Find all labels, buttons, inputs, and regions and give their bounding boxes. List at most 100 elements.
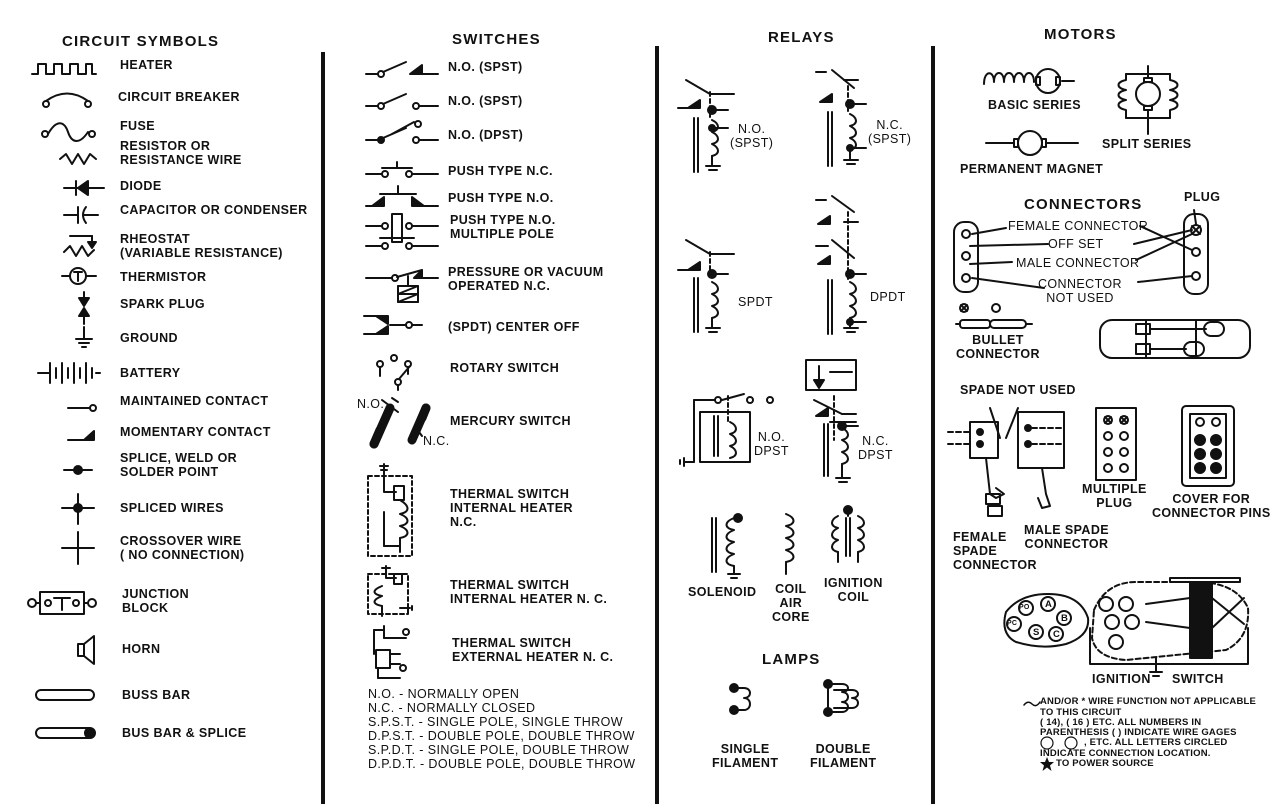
label-buss-bar: BUSS BAR xyxy=(122,688,191,702)
pressure-vacuum-switch-symbol xyxy=(365,269,439,303)
header-motors: MOTORS xyxy=(1044,26,1117,43)
label-male-connector: MALE CONNECTOR xyxy=(1016,256,1140,270)
note-line-3: ( 14), ( 16 ) ETC. ALL NUMBERS IN xyxy=(1040,717,1202,728)
label-bullet-connector: BULLET CONNECTOR xyxy=(956,333,1040,361)
label-pressure-vacuum-switch: PRESSURE OR VACUUM OPERATED N.C. xyxy=(448,265,604,293)
label-relay-nc-dpst: N.C. DPST xyxy=(858,434,893,462)
label-junction-block: JUNCTION BLOCK xyxy=(122,587,190,615)
label-permanent-magnet: PERMANENT MAGNET xyxy=(960,162,1104,176)
push-type-no-symbol xyxy=(365,185,439,207)
label-relay-no-spst: N.O. (SPST) xyxy=(730,122,774,150)
junction-block-symbol xyxy=(27,591,97,615)
spade-connector-symbol xyxy=(947,407,1065,517)
single-filament-symbol xyxy=(729,683,751,715)
note-line-6: INDICATE CONNECTION LOCATION. xyxy=(1040,748,1211,759)
label-fuse: FUSE xyxy=(120,119,155,133)
label-circuit-breaker: CIRCUIT BREAKER xyxy=(118,90,240,104)
label-switch: SWITCH xyxy=(1172,672,1224,686)
label-thermal-switch-external-heater: THERMAL SWITCH EXTERNAL HEATER N. C. xyxy=(452,636,614,664)
plug-assembly-symbol xyxy=(1099,319,1251,359)
header-relays: RELAYS xyxy=(768,29,835,46)
coil-air-core-symbol xyxy=(785,513,795,575)
ground-symbol xyxy=(75,326,93,348)
note-line-2: TO THIS CIRCUIT xyxy=(1040,707,1122,718)
spliced-wires-symbol xyxy=(61,493,95,525)
push-type-nc-symbol xyxy=(365,161,439,178)
note-line-4: PARENTHESIS ( ) INDICATE WIRE GAGES xyxy=(1040,727,1237,738)
bus-bar-splice-symbol xyxy=(35,727,96,739)
thermal-switch-internal-heater-symbol xyxy=(367,463,413,557)
label-push-type-nc: PUSH TYPE N.C. xyxy=(448,164,553,178)
basic-series-motor-symbol xyxy=(983,68,1075,94)
label-mercury-no: N.O. xyxy=(357,397,385,411)
ignition-pin-po: PO xyxy=(1019,604,1030,611)
label-ignition: IGNITION xyxy=(1092,672,1151,686)
label-multiple-plug: MULTIPLE PLUG xyxy=(1082,482,1147,510)
label-split-series: SPLIT SERIES xyxy=(1102,137,1192,151)
label-push-type-no: PUSH TYPE N.O. xyxy=(448,191,554,205)
label-thermal-switch-internal-heater: THERMAL SWITCH INTERNAL HEATER N.C. xyxy=(450,487,573,529)
relay-nc-dpst-symbol xyxy=(805,359,859,483)
label-bus-bar-splice: BUS BAR & SPLICE xyxy=(122,726,247,740)
note-line-7: TO POWER SOURCE xyxy=(1056,758,1154,769)
label-thermistor: THERMISTOR xyxy=(120,270,207,284)
label-ignition-coil: IGNITION COIL xyxy=(824,576,883,604)
label-horn: HORN xyxy=(122,642,161,656)
tilde-icon xyxy=(1023,701,1041,707)
multiple-plug-symbol xyxy=(1095,407,1137,481)
momentary-contact-symbol xyxy=(67,430,95,441)
label-heater: HEATER xyxy=(120,58,173,72)
label-ground: GROUND xyxy=(120,331,178,345)
capacitor-symbol xyxy=(63,206,99,224)
label-plug: PLUG xyxy=(1184,190,1221,204)
label-rheostat: RHEOSTAT (VARIABLE RESISTANCE) xyxy=(120,232,283,260)
permanent-magnet-motor-symbol xyxy=(985,130,1079,156)
label-cover-connector-pins: COVER FOR CONNECTOR PINS xyxy=(1152,492,1271,520)
spdt-center-off-symbol xyxy=(363,315,423,335)
label-splice: SPLICE, WELD OR SOLDER POINT xyxy=(120,451,238,479)
abbrev-dpdt: D.P.D.T. - DOUBLE POLE, DOUBLE THROW xyxy=(368,757,636,771)
relay-spdt-symbol xyxy=(677,239,735,333)
label-thermal-switch-internal-heater-2: THERMAL SWITCH INTERNAL HEATER N. C. xyxy=(450,578,608,606)
label-switch-no-spst-2: N.O. (SPST) xyxy=(448,94,523,108)
cover-connector-pins-symbol xyxy=(1181,405,1235,487)
switch-no-spst-1-symbol xyxy=(365,61,439,78)
header-lamps: LAMPS xyxy=(762,651,821,668)
relay-nc-spst-symbol xyxy=(815,69,867,167)
ignition-switch-symbol xyxy=(1089,577,1250,677)
thermal-switch-internal-heater-2-symbol xyxy=(367,565,413,617)
label-male-spade-connector: MALE SPADE CONNECTOR xyxy=(1024,523,1110,551)
label-spliced-wires: SPLICED WIRES xyxy=(120,501,224,515)
solenoid-symbol xyxy=(711,513,743,579)
label-diode: DIODE xyxy=(120,179,162,193)
switch-no-dpst-symbol xyxy=(365,120,439,144)
ignition-pin-c: C xyxy=(1053,629,1061,640)
label-momentary-contact: MOMENTARY CONTACT xyxy=(120,425,271,439)
label-relay-nc-spst: N.C. (SPST) xyxy=(868,118,912,146)
label-rotary-switch: ROTARY SWITCH xyxy=(450,361,560,375)
heater-symbol xyxy=(31,63,97,75)
label-spdt-center-off: (SPDT) CENTER OFF xyxy=(448,320,580,334)
abbrev-spdt: S.P.D.T. - SINGLE POLE, DOUBLE THROW xyxy=(368,743,630,757)
abbrev-no: N.O. - NORMALLY OPEN xyxy=(368,687,520,701)
label-crossover-wire: CROSSOVER WIRE ( NO CONNECTION) xyxy=(120,534,245,562)
abbrev-dpst: D.P.S.T. - DOUBLE POLE, DOUBLE THROW xyxy=(368,729,635,743)
label-double-filament: DOUBLE FILAMENT xyxy=(810,742,877,770)
star-icon xyxy=(1040,757,1054,771)
label-relay-spdt: SPDT xyxy=(738,295,773,309)
label-female-connector: FEMALE CONNECTOR xyxy=(1008,219,1149,233)
label-relay-dpdt: DPDT xyxy=(870,290,906,304)
buss-bar-symbol xyxy=(35,689,95,701)
ignition-pin-a: A xyxy=(1045,599,1053,610)
diode-symbol xyxy=(63,180,105,196)
resistor-symbol xyxy=(59,153,97,165)
relay-dpdt-symbol xyxy=(815,195,867,335)
maintained-contact-symbol xyxy=(67,404,97,412)
rheostat-symbol xyxy=(63,235,97,257)
label-off-set: OFF SET xyxy=(1048,237,1104,251)
ignition-connector-symbol xyxy=(1003,593,1090,648)
relay-no-dpst-symbol xyxy=(679,393,774,467)
crossover-wire-symbol xyxy=(61,531,95,565)
label-coil-air-core: COIL AIR CORE xyxy=(772,582,810,624)
label-mercury-nc: N.C. xyxy=(423,434,450,448)
